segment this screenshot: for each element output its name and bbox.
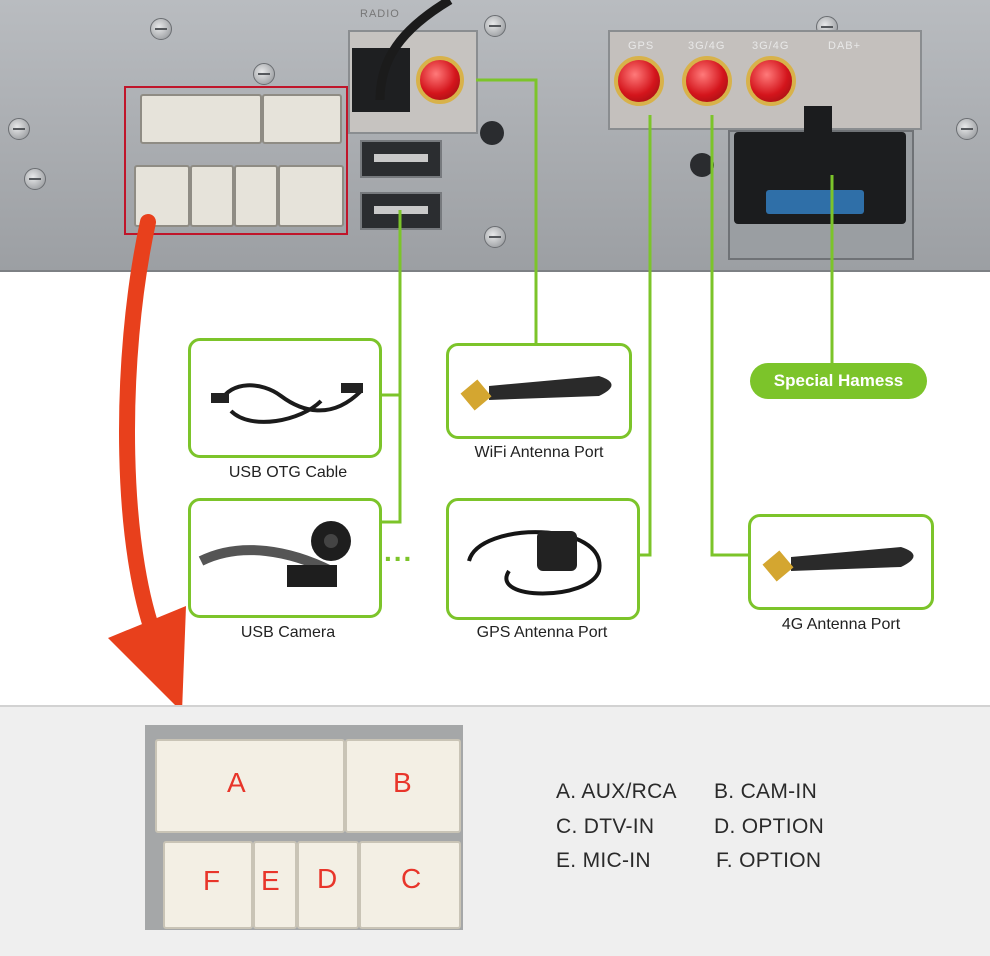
screw-icon (8, 118, 30, 140)
screw-icon (253, 63, 275, 85)
antenna-icon (460, 376, 612, 411)
red-arrow-shaft (119, 214, 170, 663)
gps-silkscreen: GPS (628, 40, 655, 52)
connector-f (163, 841, 253, 929)
legend-e: E. MIC-IN (556, 849, 651, 872)
connector-a-socket (140, 94, 262, 144)
4g-sma-connector (746, 56, 796, 106)
connector-b-socket (262, 94, 342, 144)
usb-camera-label: USB Camera (240, 624, 336, 641)
letter-c: C (401, 863, 422, 894)
legend-d: D. OPTION (714, 815, 825, 838)
panel-hole (690, 153, 714, 177)
screw-icon (956, 118, 978, 140)
gps-puck-icon (467, 530, 602, 596)
wifi-antenna-image (446, 343, 632, 439)
legend-b: B. CAM-IN (714, 780, 818, 803)
connector-c (359, 841, 461, 929)
screw-icon (484, 15, 506, 37)
usb-camera-image (188, 498, 382, 618)
connector-a (155, 739, 345, 833)
screw-icon (150, 18, 172, 40)
4g-line (710, 115, 748, 557)
usb-camera-line (380, 210, 402, 524)
3g4g-silkscreen: 3G/4G (688, 40, 726, 52)
usb-otg-label: USB OTG Cable (228, 464, 348, 481)
gps-antenna-image (446, 498, 640, 620)
legend-c: C. DTV-IN (556, 815, 655, 838)
letter-d: D (317, 863, 338, 894)
harness-fuse (766, 190, 864, 214)
head-unit-back-panel: RADIO GPS 3G/4G 3G/4G DAB+ (0, 0, 990, 272)
letter-e: E (261, 865, 280, 896)
red-arrow-head (108, 606, 186, 712)
connector-c-socket (278, 165, 344, 227)
screw-icon (484, 226, 506, 248)
connector-e (253, 841, 297, 929)
legend-a: A. AUX/RCA (556, 780, 677, 803)
letter-b: B (393, 767, 412, 798)
panel-hole (480, 121, 504, 145)
usb-cable-icon (211, 383, 363, 424)
connector-d (297, 841, 359, 929)
usb-port-upper (360, 140, 442, 178)
letter-f: F (203, 865, 221, 896)
wifi-antenna-label: WiFi Antenna Port (474, 444, 604, 461)
dab-silkscreen: DAB+ (828, 40, 862, 52)
radio-cable (375, 0, 453, 101)
gps-antenna-label: GPS Antenna Port (476, 624, 608, 641)
aux-connector-outline (124, 86, 348, 235)
legend-f: F. OPTION (716, 849, 822, 872)
4g-antenna-label: 4G Antenna Port (781, 616, 901, 633)
connector-closeup-photo: A B F E D C (145, 725, 463, 930)
wifi-sma-connector (416, 56, 464, 104)
connector-d-socket (234, 165, 278, 227)
4g-antenna-image (748, 514, 934, 610)
4g-sma-connector (682, 56, 732, 106)
usb-otg-cable-image (188, 338, 382, 458)
connector-b (345, 739, 461, 833)
camera-icon (198, 521, 351, 587)
3g4g-silkscreen: 3G/4G (752, 40, 790, 52)
radio-silkscreen: RADIO (360, 8, 400, 20)
special-harness-badge: Special Hamess (750, 363, 927, 399)
connector-e-socket (190, 165, 234, 227)
wifi-line (476, 78, 538, 345)
gps-line (637, 115, 652, 557)
ellipsis-dots: ... (384, 536, 414, 567)
harness-key (804, 106, 832, 132)
screw-icon (24, 168, 46, 190)
letter-a: A (227, 767, 246, 798)
antenna-icon (762, 547, 914, 582)
gps-sma-connector (614, 56, 664, 106)
